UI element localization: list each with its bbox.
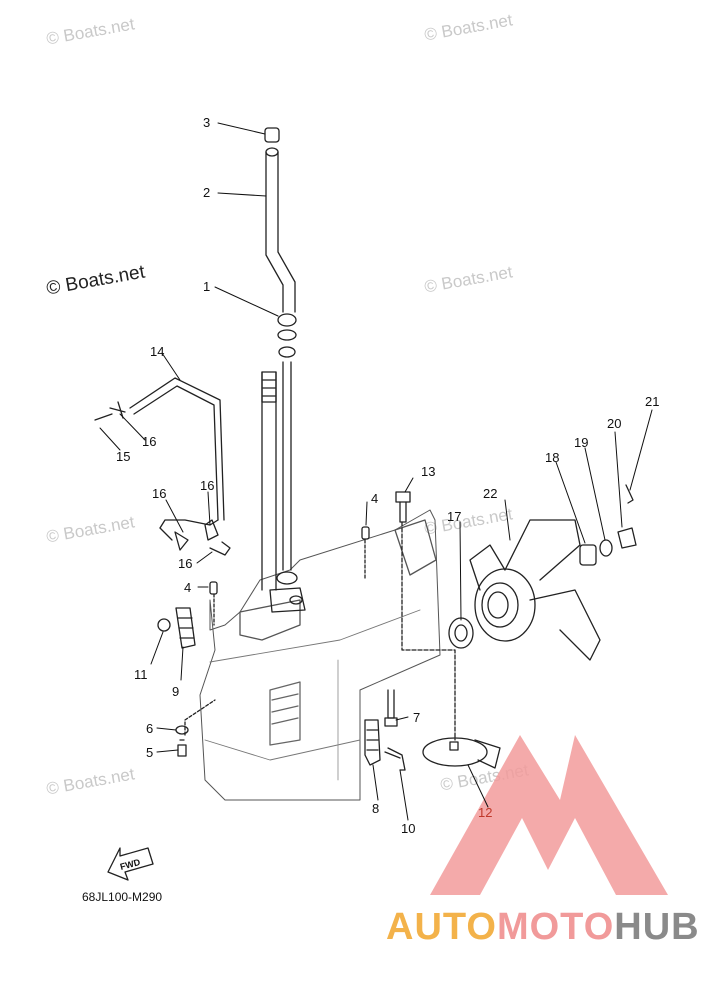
dowel-pin	[209, 581, 218, 595]
callout-label: 21	[645, 394, 659, 409]
callout-label: 4	[184, 580, 191, 595]
callout-label: 2	[203, 185, 210, 200]
fwd-arrow-icon	[107, 847, 154, 881]
dowel-pin	[361, 526, 370, 540]
anode	[175, 607, 196, 649]
callout-label: 16	[142, 434, 156, 449]
cotter-pin	[625, 484, 634, 504]
callout-label: 7	[413, 710, 420, 725]
prop-nut	[617, 527, 637, 549]
callout-label: 5	[146, 745, 153, 760]
callout-label: 22	[483, 486, 497, 501]
callout-label: 1	[203, 279, 210, 294]
hose	[94, 377, 231, 556]
logo-part-auto: AUTO	[386, 906, 497, 948]
callout-label: 13	[421, 464, 435, 479]
bolt	[177, 739, 187, 757]
propeller	[469, 519, 601, 661]
fwd-label: FWD	[119, 857, 142, 872]
logo-part-hub: HUB	[614, 906, 700, 948]
callout-label: 4	[371, 491, 378, 506]
callout-label: 18	[545, 450, 559, 465]
water-tube	[261, 127, 306, 613]
nut	[157, 618, 171, 632]
callout-label: 16	[178, 556, 192, 571]
callout-label: 12	[478, 805, 492, 820]
site-logo: AUTOMOTOHUB	[386, 906, 700, 949]
bolt	[395, 491, 456, 741]
washer	[175, 725, 189, 735]
callout-label: 15	[116, 449, 130, 464]
lower-casing	[199, 509, 441, 801]
logo-triangle-icon	[430, 735, 668, 895]
anode	[364, 719, 381, 766]
callout-label: 9	[172, 684, 179, 699]
callout-label: 11	[134, 667, 148, 682]
trim-tab	[422, 737, 501, 769]
thrust-washer	[448, 617, 474, 649]
callout-label: 20	[607, 416, 621, 431]
bolt	[384, 747, 406, 771]
callout-label: 6	[146, 721, 153, 736]
callout-label: 3	[203, 115, 210, 130]
callout-label: 16	[200, 478, 214, 493]
callout-label: 10	[401, 821, 415, 836]
spacer	[579, 544, 597, 566]
diagram-code: 68JL100-M290	[82, 890, 163, 904]
callout-label: 14	[150, 344, 164, 359]
washer	[599, 539, 613, 557]
callout-label: 16	[152, 486, 166, 501]
bolt	[384, 689, 398, 727]
callout-label: 8	[372, 801, 379, 816]
callout-label: 17	[447, 509, 461, 524]
logo-part-moto: MOTO	[496, 906, 615, 948]
callout-label: 19	[574, 435, 588, 450]
